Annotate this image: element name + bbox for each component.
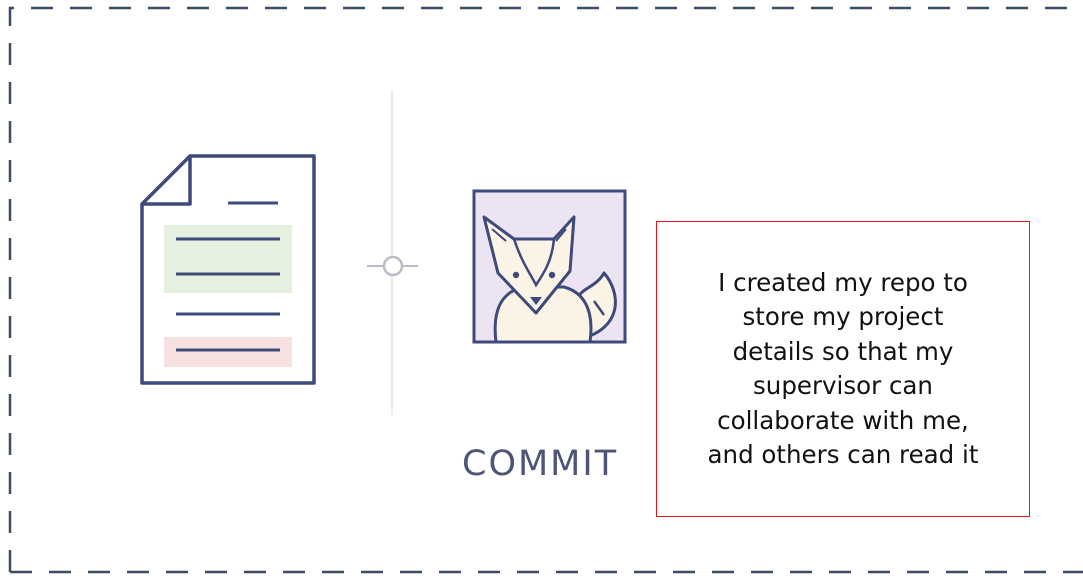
note-line: I created my repo to bbox=[718, 267, 968, 297]
note-line: supervisor can bbox=[753, 371, 933, 400]
note-line: collaborate with me, bbox=[717, 405, 969, 435]
annotation-note: I created my repo to store my project de… bbox=[656, 221, 1030, 517]
note-line: and others can read it bbox=[707, 440, 979, 469]
document-diff-icon bbox=[140, 154, 316, 385]
note-line: store my project bbox=[742, 302, 944, 331]
fox-avatar-icon bbox=[472, 189, 627, 344]
note-line: details so that my bbox=[732, 336, 954, 366]
commit-node-icon bbox=[367, 90, 418, 415]
commit-label: COMMIT bbox=[462, 444, 619, 484]
